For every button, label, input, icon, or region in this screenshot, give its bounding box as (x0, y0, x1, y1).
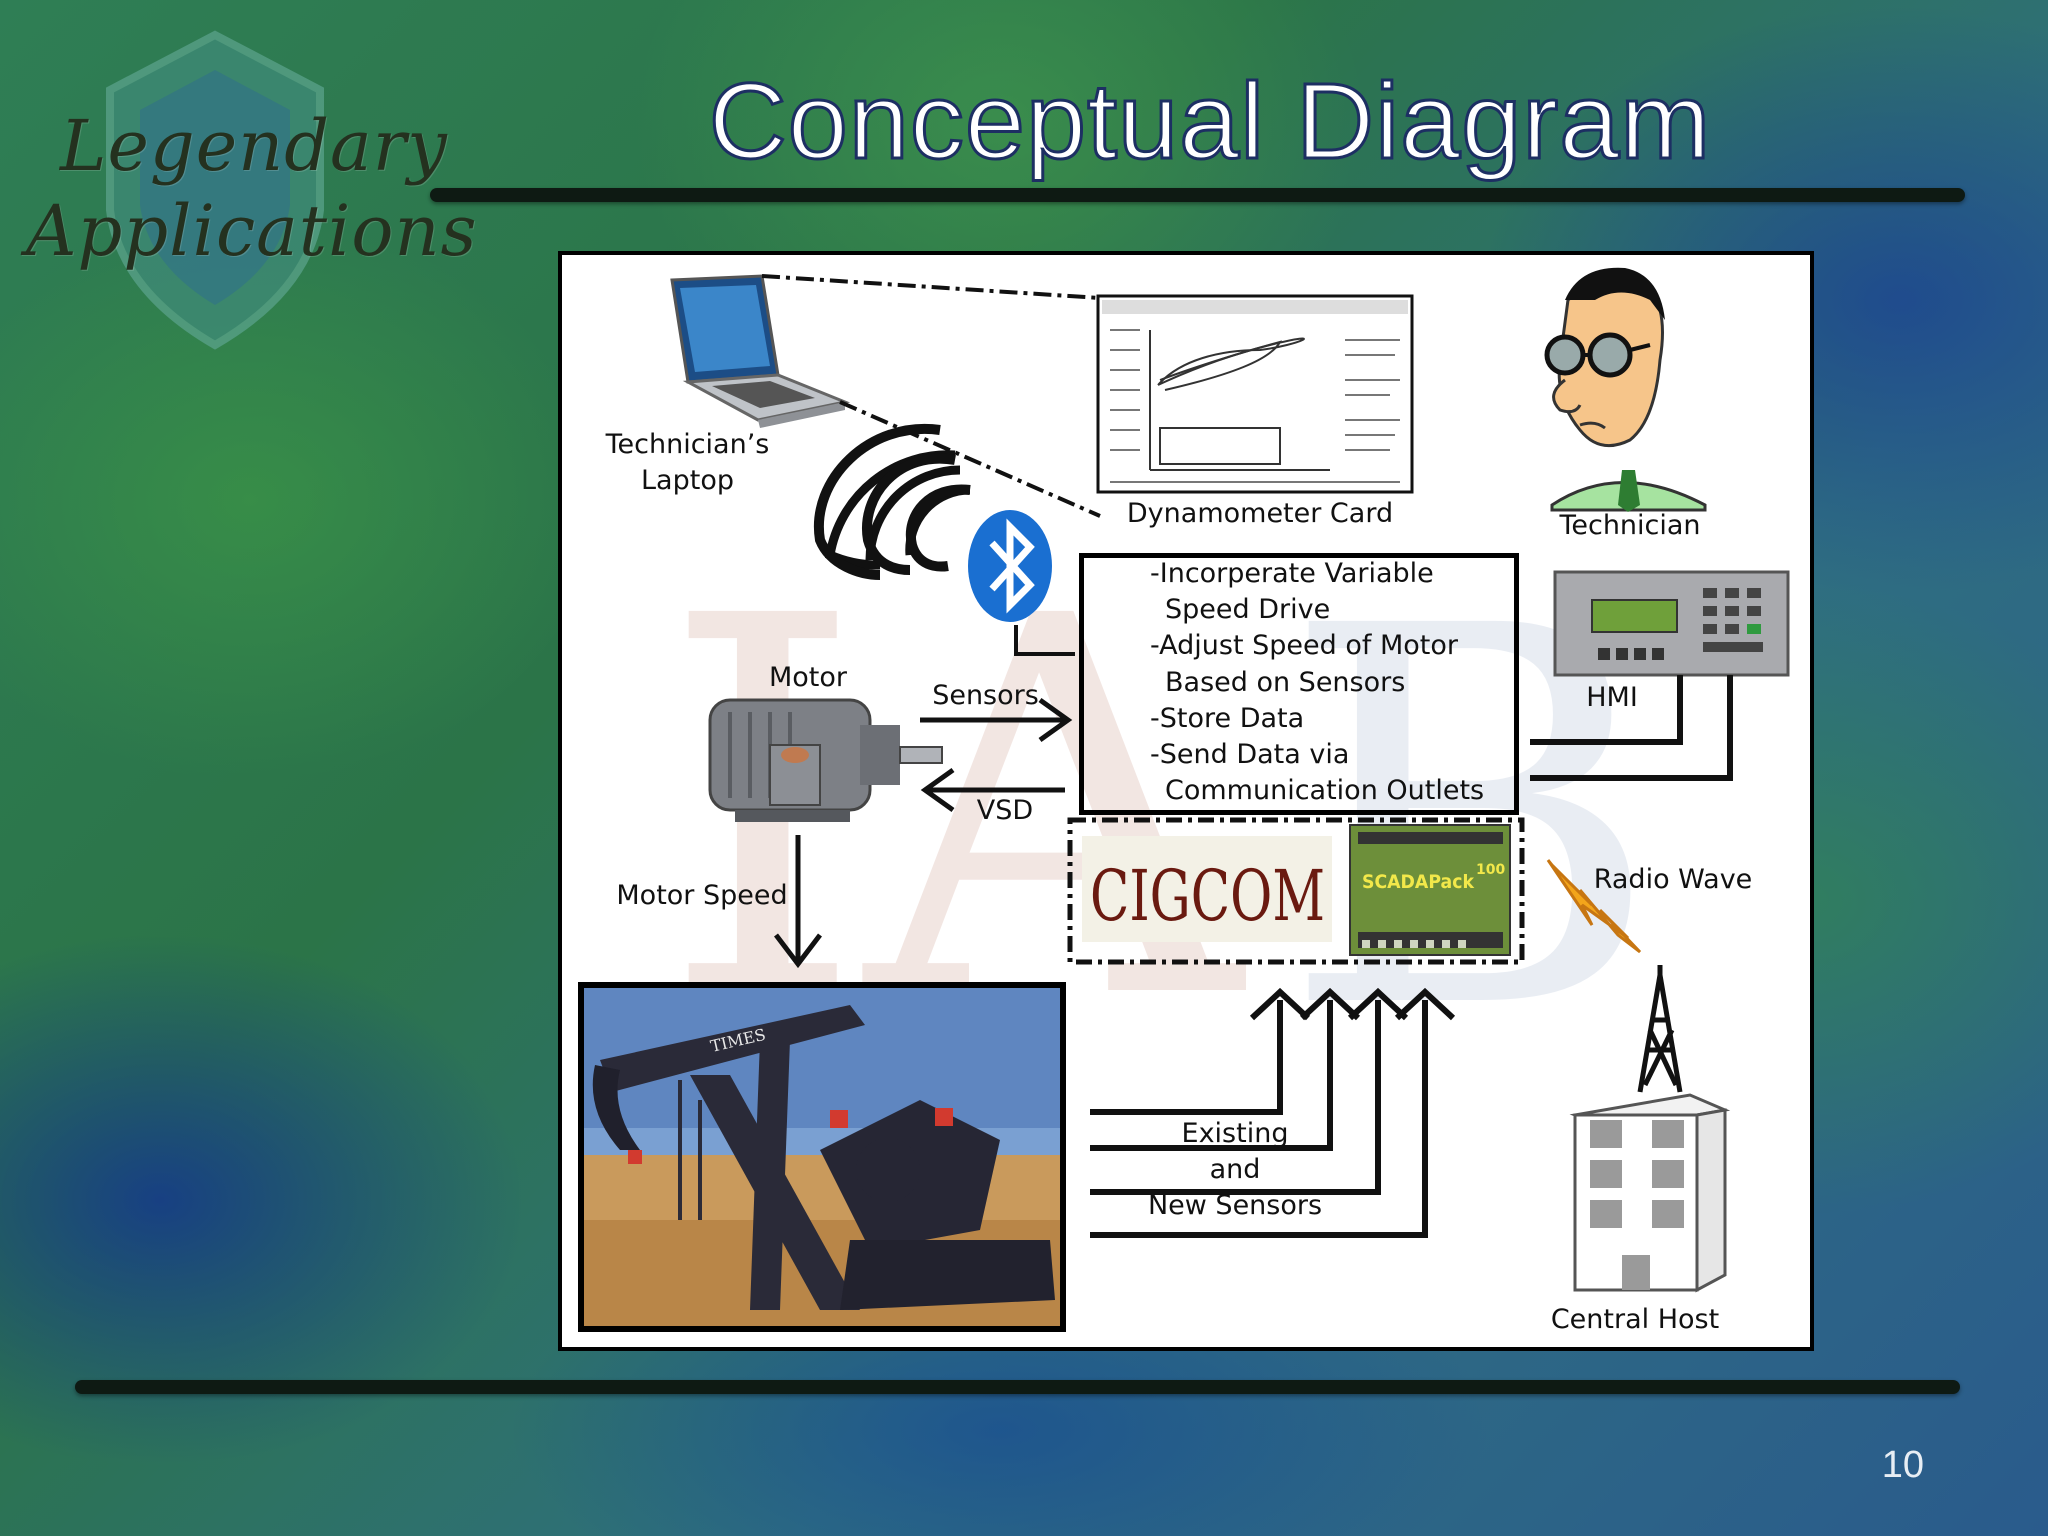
label-technician: Technician (1559, 510, 1701, 541)
page-number: 10 (1881, 1444, 1924, 1486)
vsd-function-line: -Adjust Speed of Motor (1150, 630, 1458, 661)
legendary-applications-logo: Legendary Applications (20, 30, 477, 350)
motor-speed-arrow (774, 835, 822, 969)
dynamometer-card-image (1096, 294, 1414, 494)
controller-dashed-box (1067, 817, 1525, 965)
laptop-to-card-dashed-lines (761, 274, 1101, 518)
label-hmi: HMI (1586, 682, 1638, 713)
vsd-function-box (1079, 553, 1519, 815)
label-dynamometer-card: Dynamometer Card (1126, 498, 1394, 529)
pumpjack-photo: TIMES (578, 982, 1066, 1332)
sensor-arrowheads (1249, 987, 1456, 1021)
technician-icon (1544, 267, 1707, 512)
shield-icon (106, 30, 324, 350)
label-central-host: Central Host (1550, 1304, 1720, 1335)
label-motor: Motor (768, 662, 848, 693)
label-technicians-laptop-line1: Technician’s (605, 429, 770, 460)
label-vsd: VSD (976, 795, 1034, 826)
logo-word-legendary: Legendary (60, 105, 448, 187)
vsd-function-line: -Send Data via (1150, 739, 1350, 770)
vsd-function-line: Communication Outlets (1165, 775, 1485, 806)
slide-title: Conceptual Diagram (707, 59, 1712, 183)
label-existing-sensors-line3: New Sensors (1147, 1190, 1323, 1221)
logo-word-applications: Applications (26, 190, 478, 272)
bluetooth-icon (968, 510, 1052, 622)
central-host-building-icon (1569, 1093, 1731, 1293)
label-motor-speed: Motor Speed (616, 880, 788, 911)
sensors-arrow (920, 697, 1073, 743)
vsd-to-hmi-connections (1530, 675, 1733, 781)
vsd-function-line: Based on Sensors (1165, 667, 1406, 698)
label-sensors: Sensors (932, 680, 1039, 711)
label-technicians-laptop-line2: Laptop (641, 465, 734, 496)
vsd-function-line: -Store Data (1150, 703, 1305, 734)
existing-sensor-lines (1090, 1000, 1428, 1238)
lightning-icon (1546, 859, 1642, 954)
laptop-icon (670, 274, 851, 428)
label-radio-wave: Radio Wave (1593, 864, 1753, 895)
motor-icon (708, 698, 943, 822)
label-existing-sensors-line2: and (1209, 1154, 1261, 1185)
vsd-function-line: -Incorperate Variable (1150, 558, 1434, 589)
footer-rule (75, 1380, 1960, 1394)
scadapack-model-superscript: 100 (1476, 862, 1505, 878)
radio-tower-icon (1637, 965, 1683, 1093)
hmi-panel-icon (1553, 570, 1790, 677)
cigcom-logo-background (1082, 836, 1332, 942)
scadapack-board-image: SCADAPack 100 (1349, 824, 1511, 956)
label-existing-sensors-line1: Existing (1181, 1118, 1289, 1149)
wireless-signal-arcs (813, 423, 971, 580)
title-rule (430, 188, 1965, 202)
scadapack-logo: SCADAPack (1362, 871, 1474, 893)
cigcom-logo: CIGCOM (1090, 855, 1325, 937)
bluetooth-connector-line (1014, 625, 1075, 656)
vsd-arrow (920, 767, 1065, 813)
vsd-function-line: Speed Drive (1165, 594, 1331, 625)
